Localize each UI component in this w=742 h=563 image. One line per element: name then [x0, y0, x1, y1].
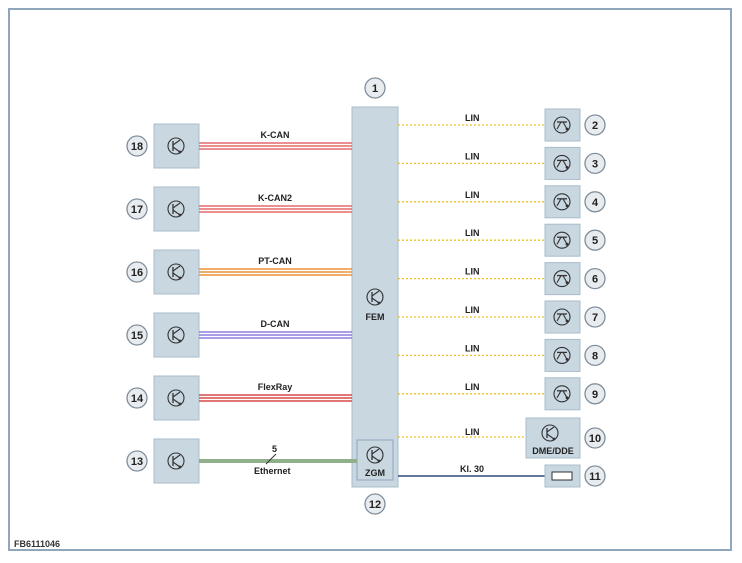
- bus-label: FlexRay: [258, 382, 293, 392]
- dme-row: LIN DME/DDE 10: [398, 417, 606, 459]
- row-number-bubble: [126, 324, 148, 346]
- row-number: 16: [131, 267, 143, 279]
- row-number: 15: [131, 330, 143, 342]
- lin-device-box: [544, 146, 581, 180]
- row-number: 17: [131, 204, 143, 216]
- row-number: 6: [592, 274, 598, 286]
- bus-label: PT-CAN: [258, 256, 292, 266]
- bus-row-k-can2: 17 K-CAN2: [126, 186, 352, 232]
- bus-label: K-CAN2: [258, 193, 292, 203]
- lin-device-box: [544, 185, 581, 219]
- control-unit-box: [153, 312, 200, 358]
- lin-device-box: [544, 223, 581, 257]
- lin-device-box: [544, 108, 581, 142]
- svg-text:1: 1: [372, 83, 378, 95]
- row-number-bubble: [126, 387, 148, 409]
- terminal-label: Kl. 30: [460, 464, 484, 474]
- lin-label: LIN: [465, 267, 480, 277]
- lin-label: LIN: [465, 343, 480, 353]
- terminal-number: 11: [589, 471, 601, 483]
- svg-text:12: 12: [369, 499, 381, 511]
- document-code: FB6111046: [14, 539, 61, 549]
- lin-label: LIN: [465, 305, 480, 315]
- control-unit-box: [153, 186, 200, 232]
- row-number: 13: [131, 456, 143, 468]
- bus-label: D-CAN: [261, 319, 290, 329]
- lin-device-box: [544, 262, 581, 296]
- lin-device-box: [544, 338, 581, 372]
- lin-row-5: LIN 5: [398, 223, 606, 257]
- lin-label: LIN: [465, 382, 480, 392]
- row-number: 3: [592, 158, 598, 170]
- lin-row-9: LIN 9: [398, 377, 606, 411]
- dme-module-label: DME/DDE: [532, 446, 574, 456]
- row-number-bubble: [584, 306, 606, 328]
- bus-row-d-can: 15 D-CAN: [126, 312, 352, 358]
- fem-label: FEM: [366, 312, 385, 322]
- lin-label: LIN: [465, 151, 480, 161]
- bus-row-pt-can: 16 PT-CAN: [126, 249, 352, 295]
- row-number-bubble: [584, 383, 606, 405]
- row-number: 8: [592, 350, 598, 362]
- bus-label: K-CAN: [261, 130, 290, 140]
- control-unit-box: [153, 375, 200, 421]
- lin-row-3: LIN 3: [398, 146, 606, 180]
- dme-number: 10: [589, 433, 601, 445]
- row-number: 2: [592, 120, 598, 132]
- row-number-bubble: [126, 450, 148, 472]
- lin-device-box: [544, 377, 581, 411]
- row-number-bubble: [584, 152, 606, 175]
- gateway-number-bubble: 12: [364, 493, 386, 515]
- bus-row-flexray: 14 FlexRay: [126, 375, 352, 421]
- lin-device-box: [544, 300, 581, 334]
- central-number-bubble: 1: [364, 77, 386, 99]
- row-number-bubble: [584, 267, 606, 290]
- lin-row-4: LIN 4: [398, 185, 606, 219]
- bus-row-k-can: 18 K-CAN: [126, 123, 352, 169]
- zgm-label: ZGM: [365, 468, 385, 478]
- lin-row-6: LIN 6: [398, 262, 606, 296]
- control-unit-box: [153, 249, 200, 295]
- row-number-bubble: [584, 344, 606, 367]
- dme-bus-label: LIN: [465, 427, 480, 437]
- lin-row-2: LIN 2: [398, 108, 606, 142]
- control-unit-box: [153, 123, 200, 169]
- row-number: 14: [131, 393, 144, 405]
- row-number-bubble: [584, 114, 606, 136]
- row-number: 9: [592, 389, 598, 401]
- row-number: 5: [592, 235, 598, 247]
- row-number-bubble: [126, 135, 148, 157]
- lin-label: LIN: [465, 113, 480, 123]
- row-number-bubble: [584, 229, 606, 251]
- wire-count-slash: [265, 453, 277, 465]
- lin-label: LIN: [465, 228, 480, 238]
- control-unit-box: [153, 438, 200, 484]
- lin-row-7: LIN 7: [398, 300, 606, 334]
- fem-module: [351, 106, 399, 488]
- row-number-bubble: [584, 191, 606, 213]
- row-number: 7: [592, 312, 598, 324]
- row-number: 18: [131, 141, 143, 153]
- lin-label: LIN: [465, 190, 480, 200]
- terminal-row: Kl. 30 11: [398, 464, 606, 488]
- row-number-bubble: [126, 261, 148, 283]
- bus-label: Ethernet: [254, 466, 291, 476]
- row-number-bubble: [126, 198, 148, 220]
- lin-row-8: LIN 8: [398, 338, 606, 372]
- row-number: 4: [592, 197, 599, 209]
- wire-count: 5: [272, 444, 277, 454]
- fuse-icon: [551, 471, 573, 481]
